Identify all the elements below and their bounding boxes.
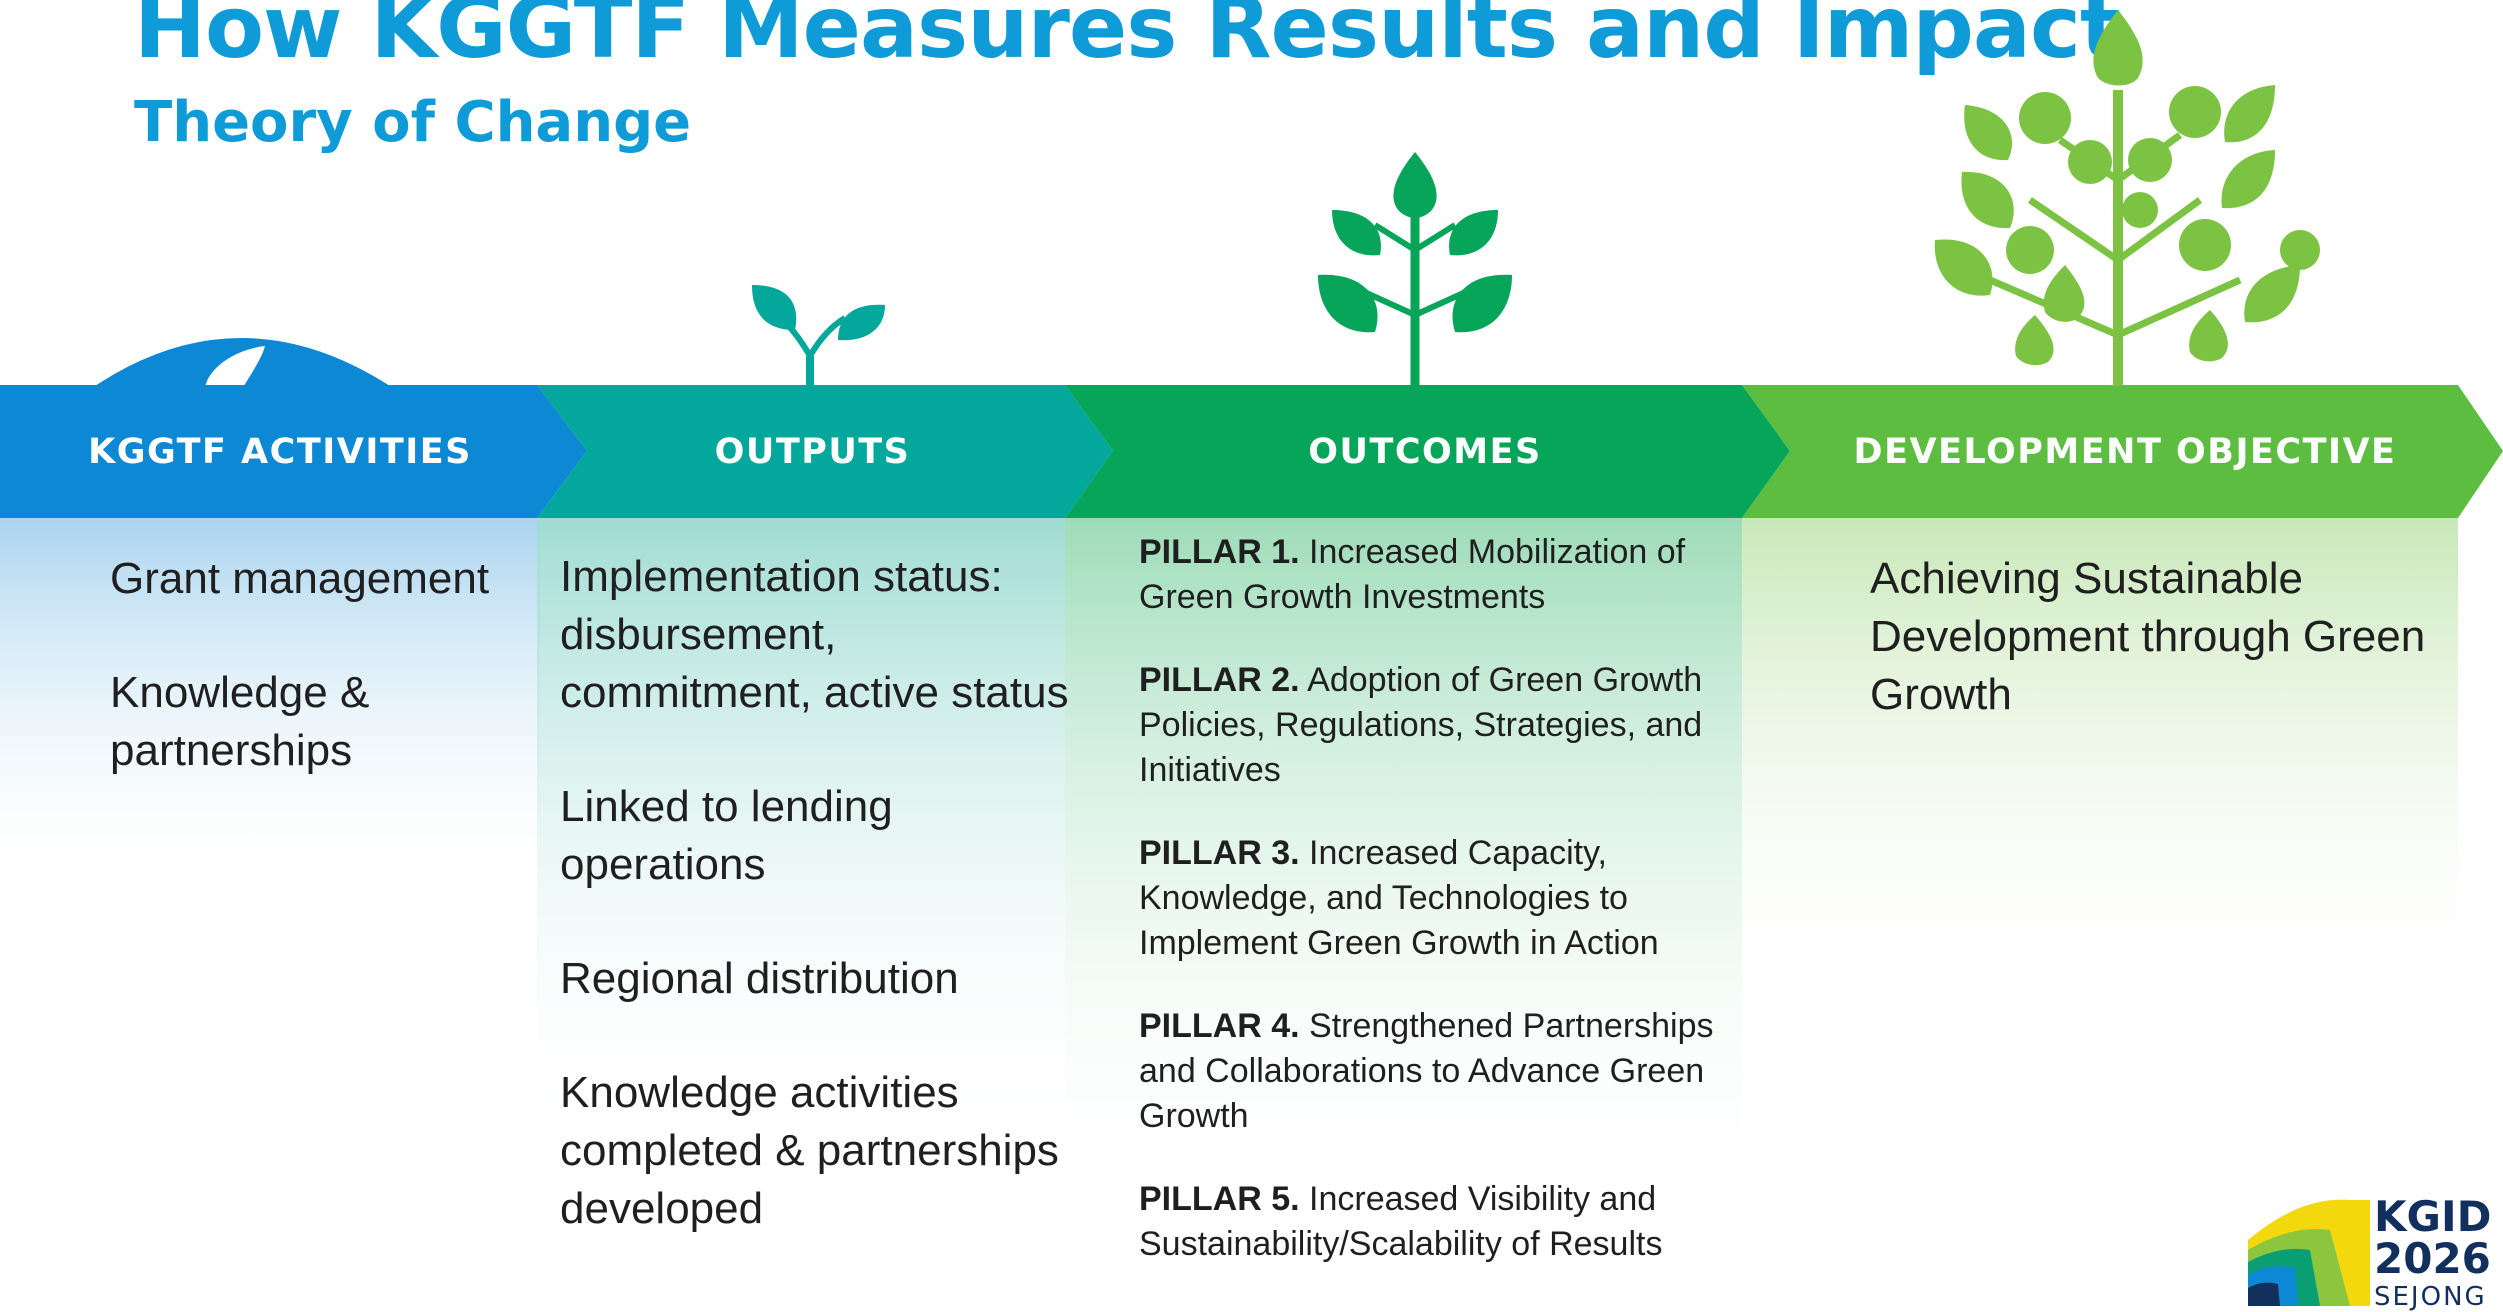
pillar-text: Increased Visibility and Sustainability/… — [1139, 1180, 1663, 1263]
column-header-outputs: OUTPUTS — [714, 432, 911, 472]
outputs-arrow — [537, 385, 1113, 518]
activity-item: Knowledge & partnerships — [110, 668, 370, 775]
pillar-3: PILLAR 3. Increased Capacity, Knowledge,… — [1139, 831, 1719, 966]
pillar-1: PILLAR 1. Increased Mobilization of Gree… — [1139, 530, 1719, 620]
activities-arrow — [0, 385, 587, 518]
plant-icon — [1318, 152, 1512, 386]
activities-panel — [0, 518, 540, 898]
logo-line-1: KGID — [2374, 1192, 2492, 1241]
kgid-logo-graphic — [2248, 1196, 2370, 1306]
pillar-text: Adoption of Green Growth Policies, Regul… — [1139, 661, 1703, 789]
output-item: Regional distribution — [560, 954, 959, 1003]
pillar-text: Increased Mobilization of Green Growth I… — [1139, 533, 1686, 616]
output-item: Linked to lending operations — [560, 782, 893, 889]
column-header-activities: KGGTF ACTIVITIES — [88, 432, 472, 472]
pillar-label: PILLAR 5. — [1139, 1180, 1300, 1218]
outcomes-arrow — [1065, 385, 1790, 518]
pillar-2: PILLAR 2. Adoption of Green Growth Polic… — [1139, 658, 1719, 793]
objective-panel — [1742, 518, 2458, 1008]
outcomes-column: PILLAR 1. Increased Mobilization of Gree… — [1139, 530, 1719, 1305]
activities-column: Grant management Knowledge & partnership… — [110, 550, 530, 836]
objective-item: Achieving Sustainable Development throug… — [1870, 554, 2426, 719]
column-header-outcomes: OUTCOMES — [1308, 432, 1542, 472]
pillar-4: PILLAR 4. Strengthened Partnerships and … — [1139, 1004, 1719, 1139]
logo-line-2: 2026 — [2374, 1234, 2491, 1283]
page-subtitle: Theory of Change — [134, 90, 692, 155]
outputs-column: Implementation status: disbursement, com… — [560, 548, 1070, 1294]
activity-item: Grant management — [110, 554, 490, 603]
outputs-panel — [537, 518, 1065, 1138]
kgid-logo: KGID 2026 — [2374, 1196, 2503, 1280]
tree-icon — [1934, 10, 2320, 386]
pillar-label: PILLAR 3. — [1139, 834, 1300, 872]
pillar-label: PILLAR 4. — [1139, 1007, 1300, 1045]
pillar-label: PILLAR 2. — [1139, 661, 1300, 699]
column-header-objective: DEVELOPMENT OBJECTIVE — [1853, 432, 2397, 472]
pillar-text: Increased Capacity, Knowledge, and Techn… — [1139, 834, 1659, 962]
logo-line-3: SEJONG — [2374, 1282, 2487, 1312]
output-item: Implementation status: disbursement, com… — [560, 552, 1069, 717]
outcomes-panel — [1065, 518, 1742, 1208]
page-title: How KGGTF Measures Results and Impact — [134, 0, 2121, 78]
objective-column: Achieving Sustainable Development throug… — [1870, 550, 2430, 724]
pillar-5: PILLAR 5. Increased Visibility and Susta… — [1139, 1177, 1719, 1267]
pillar-label: PILLAR 1. — [1139, 533, 1300, 571]
output-item: Knowledge activities completed & partner… — [560, 1068, 1059, 1233]
pillar-text: Strengthened Partnerships and Collaborat… — [1139, 1007, 1714, 1135]
objective-arrow — [1742, 385, 2503, 518]
seedling-icon — [752, 285, 885, 386]
